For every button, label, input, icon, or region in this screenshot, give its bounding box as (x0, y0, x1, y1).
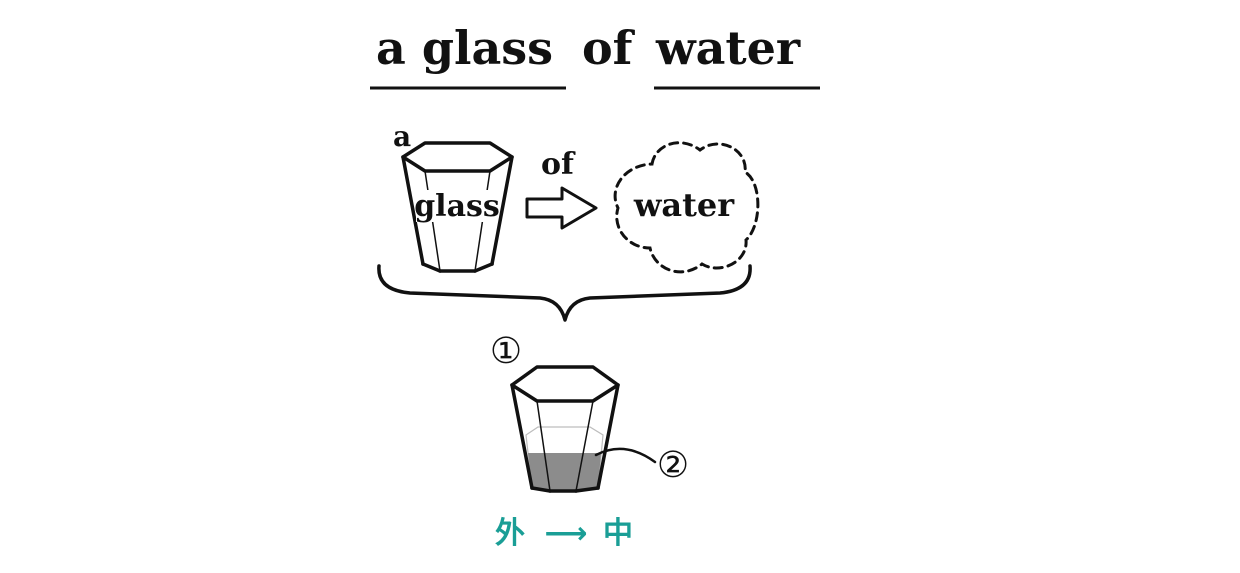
water-blob-shape (613, 141, 760, 274)
glass-icon (401, 141, 514, 273)
caption-arrow: ⟶ (544, 516, 587, 551)
glass-label: glass (414, 189, 500, 224)
right-arrow-icon (525, 186, 598, 230)
water-fill (528, 453, 601, 491)
curly-brace (377, 264, 752, 322)
leader-line (594, 447, 657, 464)
glass-label-background (416, 190, 498, 222)
marker-1: ① (490, 331, 522, 372)
marker-2: ② (657, 445, 689, 486)
water-glass-icon (510, 365, 620, 493)
water-label: water (633, 186, 735, 224)
title-part-water: water (655, 21, 801, 75)
caption-from: 外 (495, 516, 525, 551)
caption-to: 中 (603, 516, 633, 551)
article-label: a (393, 120, 411, 153)
title-part-a-glass: a glass (376, 21, 553, 75)
title-part-of: of (582, 21, 636, 75)
connector-label: of (541, 147, 576, 182)
